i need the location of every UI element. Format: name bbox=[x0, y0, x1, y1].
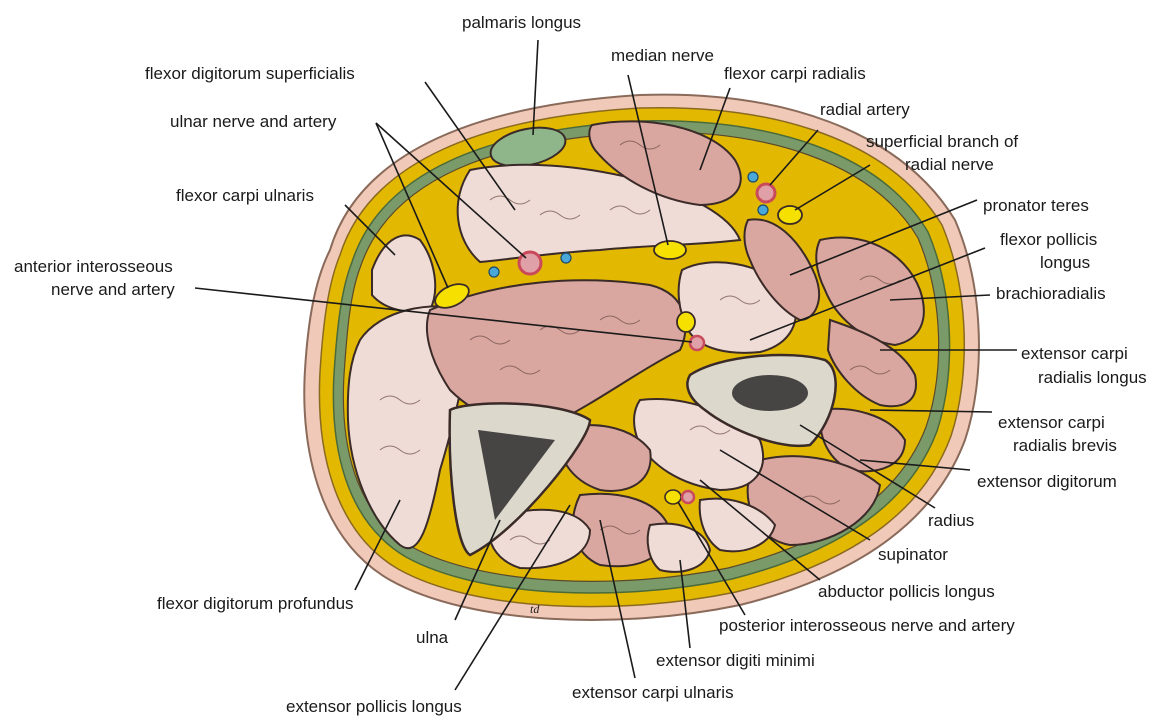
label-flexor-pollicis-longus-line1: flexor pollicis bbox=[1000, 230, 1097, 249]
label-ecrb-line1: extensor carpi bbox=[998, 413, 1105, 432]
label-ulna: ulna bbox=[416, 628, 449, 647]
posterior-interosseous-artery bbox=[682, 491, 694, 503]
vein-1 bbox=[489, 267, 499, 277]
label-extensor-digiti-minimi: extensor digiti minimi bbox=[656, 651, 815, 670]
label-superficial-branch-line1: superficial branch of bbox=[866, 132, 1018, 151]
label-median-nerve: median nerve bbox=[611, 46, 714, 65]
label-extensor-pollicis-longus: extensor pollicis longus bbox=[286, 697, 462, 716]
vein-3 bbox=[748, 172, 758, 182]
label-flexor-carpi-radialis: flexor carpi radialis bbox=[724, 64, 866, 83]
label-extensor-digitorum: extensor digitorum bbox=[977, 472, 1117, 491]
label-extensor-carpi-ulnaris: extensor carpi ulnaris bbox=[572, 683, 734, 702]
label-flexor-digitorum-profundus: flexor digitorum profundus bbox=[157, 594, 354, 613]
radius-marrow bbox=[732, 375, 808, 411]
artist-signature: td bbox=[530, 602, 540, 616]
median-nerve-mark bbox=[654, 241, 686, 259]
vein-4 bbox=[758, 205, 768, 215]
anterior-interosseous-nerve bbox=[677, 312, 695, 332]
label-pronator-teres: pronator teres bbox=[983, 196, 1089, 215]
label-ecrl-line2: radialis longus bbox=[1038, 368, 1147, 387]
label-ecrb-line2: radialis brevis bbox=[1013, 436, 1117, 455]
label-radial-artery: radial artery bbox=[820, 100, 910, 119]
label-posterior-interosseous: posterior interosseous nerve and artery bbox=[719, 616, 1015, 635]
vein-2 bbox=[561, 253, 571, 263]
label-abductor-pollicis-longus: abductor pollicis longus bbox=[818, 582, 995, 601]
label-flexor-carpi-ulnaris: flexor carpi ulnaris bbox=[176, 186, 314, 205]
anterior-interosseous-artery bbox=[690, 336, 704, 350]
label-anterior-interosseous-line2: nerve and artery bbox=[51, 280, 175, 299]
radial-artery-mark bbox=[757, 184, 775, 202]
label-supinator: supinator bbox=[878, 545, 948, 564]
label-anterior-interosseous-line1: anterior interosseous bbox=[14, 257, 173, 276]
label-palmaris-longus: palmaris longus bbox=[462, 13, 581, 32]
label-ulnar-nerve-and-artery: ulnar nerve and artery bbox=[170, 112, 337, 131]
label-flexor-digitorum-superficialis: flexor digitorum superficialis bbox=[145, 64, 355, 83]
label-brachioradialis: brachioradialis bbox=[996, 284, 1106, 303]
label-flexor-pollicis-longus-line2: longus bbox=[1040, 253, 1090, 272]
label-ecrl-line1: extensor carpi bbox=[1021, 344, 1128, 363]
label-superficial-branch-line2: radial nerve bbox=[905, 155, 994, 174]
label-radius: radius bbox=[928, 511, 974, 530]
